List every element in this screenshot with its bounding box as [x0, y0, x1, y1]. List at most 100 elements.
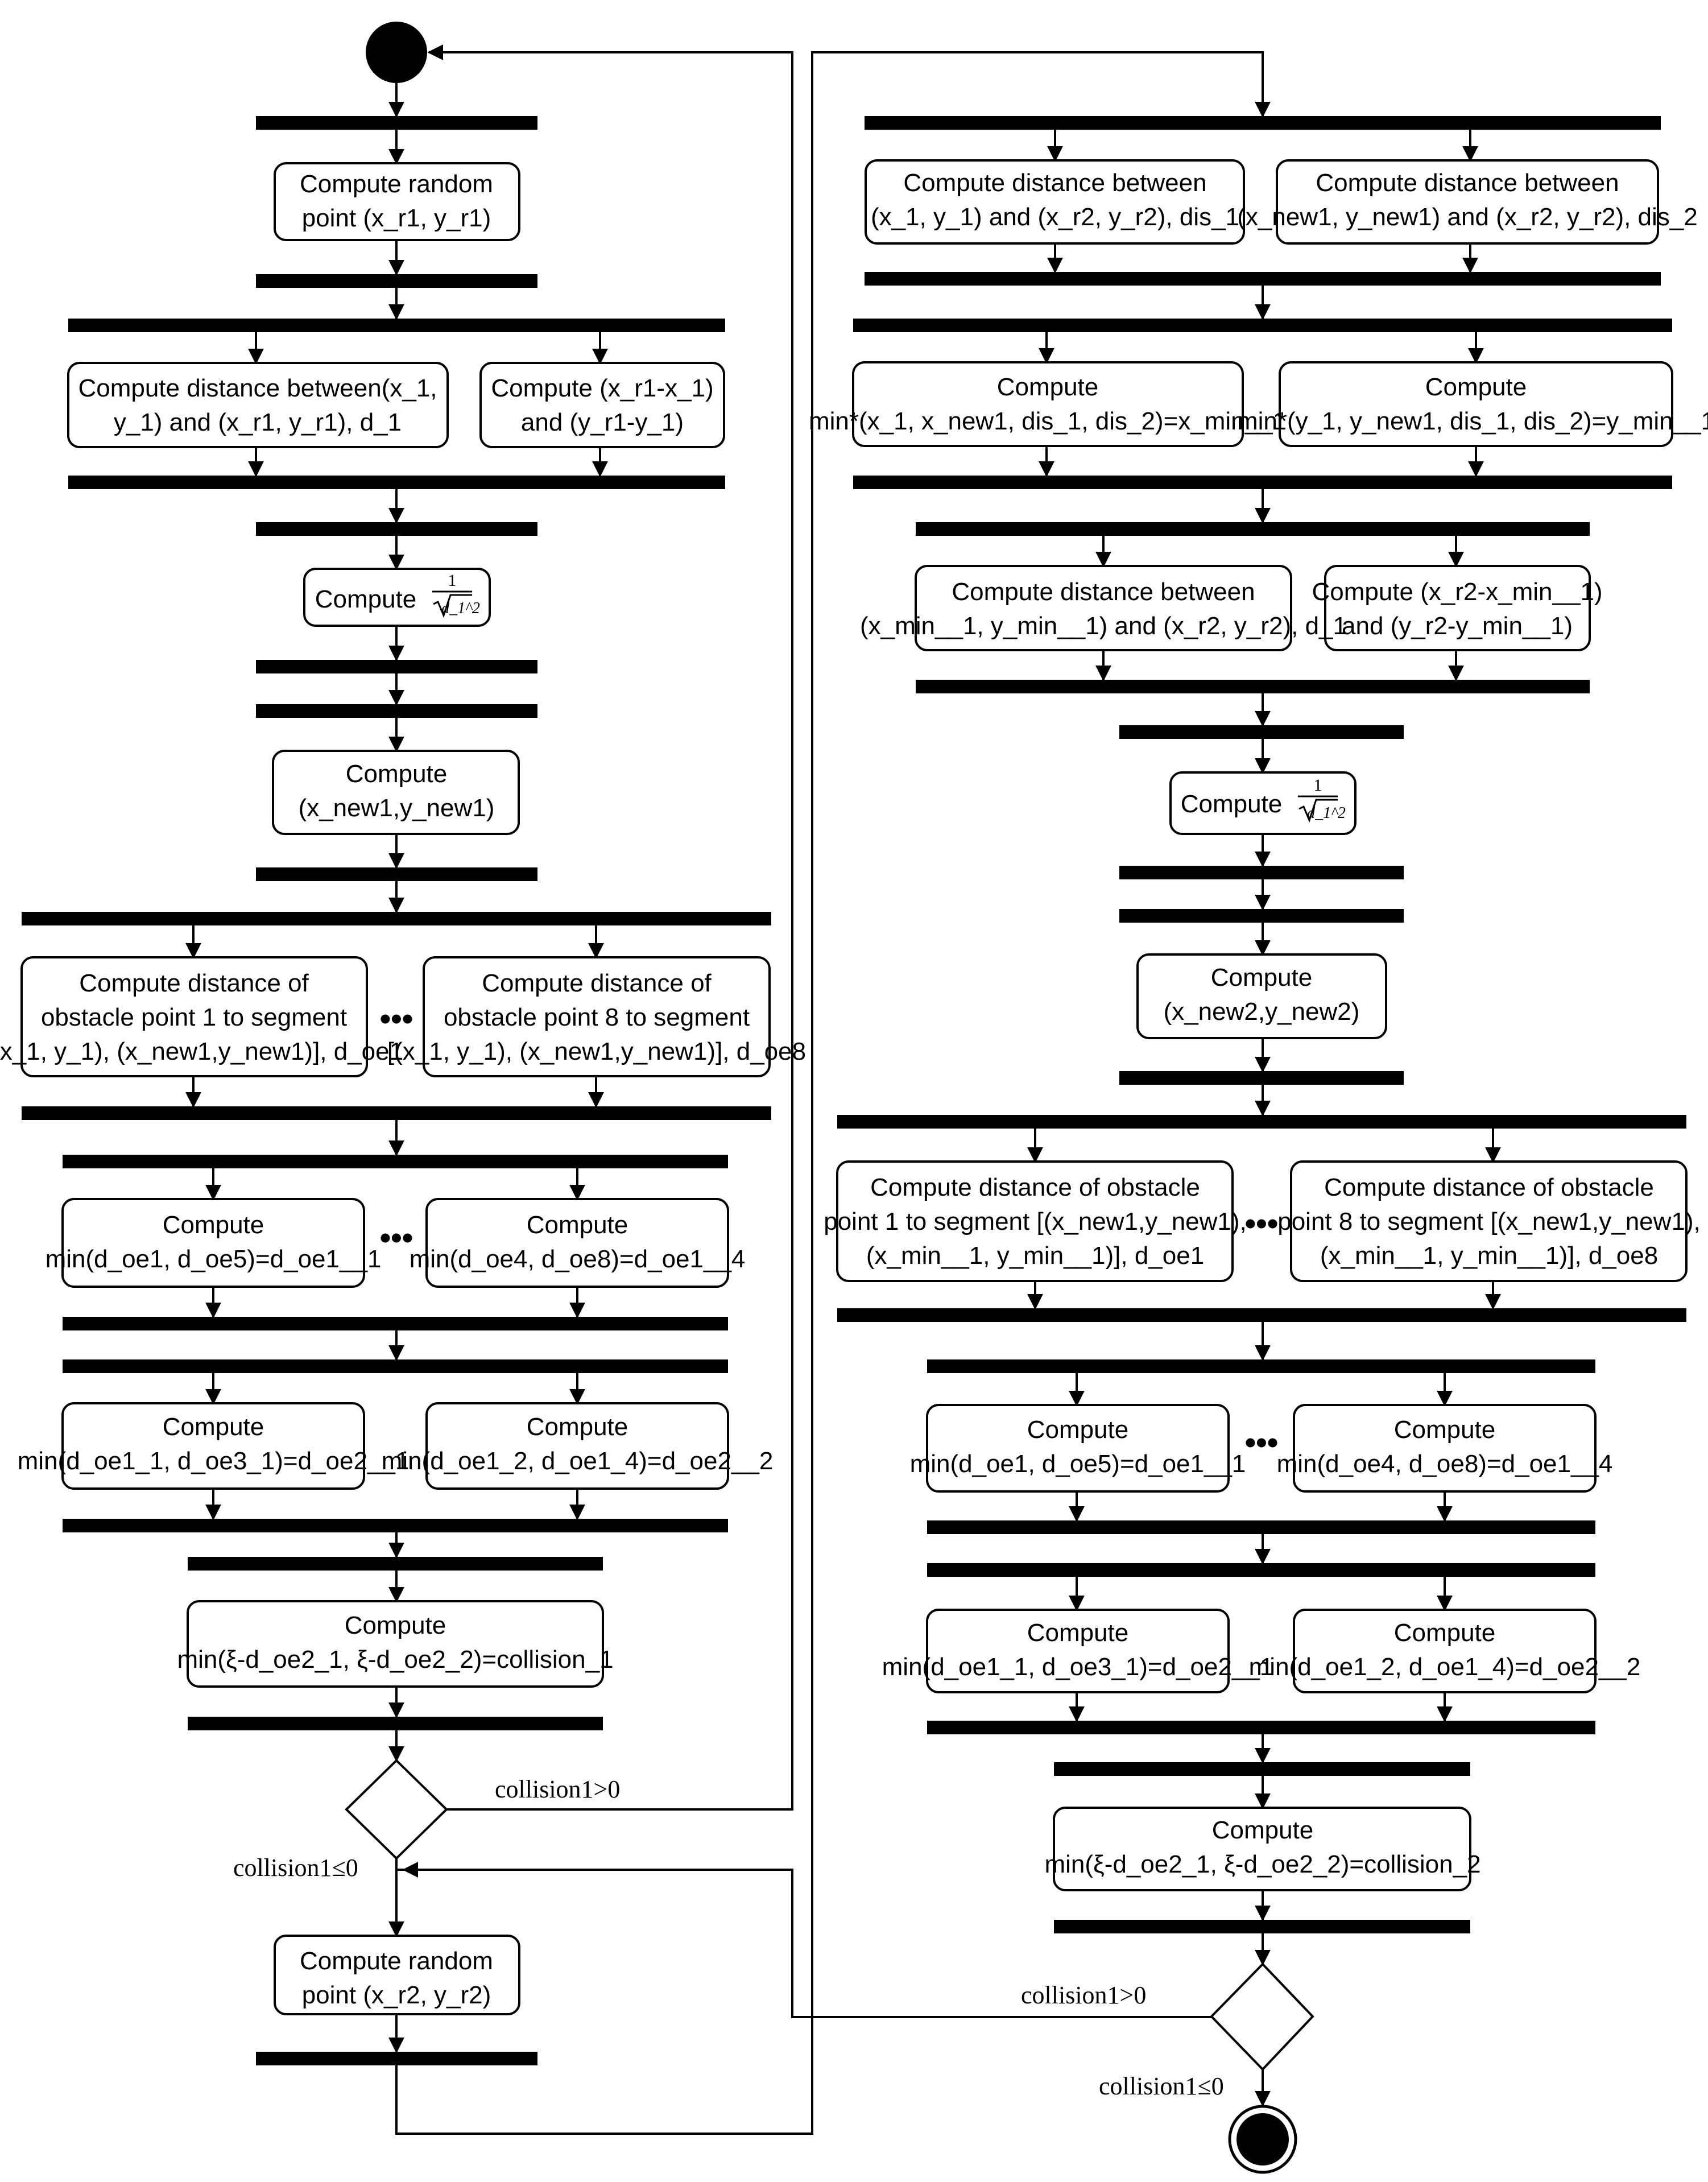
fraction-denominator: d_1^2: [1307, 804, 1346, 822]
label: Compute (x_r2-x_min__1): [1312, 578, 1602, 606]
action-obstacle-1-r: [836, 1160, 1234, 1282]
guard-label-right-le: collision1≤0: [1099, 2072, 1224, 2100]
guard-labels: collision1>0 collision1≤0 collision1>0 c…: [233, 1775, 1224, 2100]
fraction-denominator: d_1^2: [441, 600, 480, 617]
fraction-numerator: 1: [1314, 776, 1322, 795]
label: Compute: [527, 1211, 628, 1239]
label: Compute: [1394, 1619, 1496, 1647]
label: Compute: [163, 1211, 264, 1239]
label: min(d_oe4, d_oe8)=d_oe1__4: [410, 1245, 746, 1273]
label: min(d_oe1_2, d_oe1_4)=d_oe2__2: [382, 1447, 774, 1475]
action-distance-d1: [67, 362, 449, 448]
fork-bar: [916, 522, 1590, 536]
label: (x_1, y_1) and (x_r2, y_r2), dis_1: [871, 203, 1239, 231]
action-boxes: [20, 159, 1688, 2015]
label: Compute distance between: [1316, 169, 1619, 197]
label: Compute: [346, 760, 448, 788]
fork-bar: [837, 1115, 1686, 1129]
action-new2: [1136, 953, 1387, 1039]
ellipsis: •••: [380, 1220, 413, 1255]
label: Compute: [1027, 1416, 1129, 1444]
label: [(x_1, y_1), (x_new1,y_new1)], d_oe1: [0, 1038, 403, 1065]
join-bar: [837, 1308, 1686, 1322]
fork-bar: [1119, 909, 1404, 923]
label: (x_min__1, y_min__1)], d_oe1: [866, 1242, 1204, 1270]
label: point 1 to segment [(x_new1,y_new1),: [824, 1208, 1247, 1235]
action-min-a4-r: [1293, 1404, 1597, 1493]
join-bar: [256, 274, 537, 288]
join-bar: [1119, 866, 1404, 879]
label: obstacle point 1 to segment: [41, 1003, 347, 1031]
label: Compute random: [300, 170, 493, 198]
action-ymin: [1279, 361, 1673, 447]
label: Compute: [315, 585, 417, 613]
label: [(x_1, y_1), (x_new1,y_new1)], d_oe8: [387, 1038, 806, 1065]
label: Compute distance of obstacle: [870, 1173, 1200, 1201]
label: min(d_oe1_2, d_oe1_4)=d_oe2__2: [1249, 1653, 1641, 1681]
connectors: [185, 44, 1501, 2135]
fraction-inv-sqrt-1: 1 d_1^2: [432, 571, 480, 618]
fork-bar: [865, 116, 1661, 130]
decision-right: [1210, 1962, 1314, 2071]
action-obstacle-8-r: [1290, 1160, 1688, 1282]
action-random-point-2: [274, 1935, 520, 2015]
label: Compute: [1027, 1619, 1129, 1647]
label: Compute distance between: [903, 169, 1206, 197]
label: min(d_oe1_1, d_oe3_1)=d_oe2__1: [882, 1653, 1274, 1681]
action-inv-sqrt-1: [303, 568, 491, 627]
fork-bar: [1119, 725, 1404, 739]
join-bar: [865, 272, 1661, 286]
action-obstacle-8: [423, 956, 771, 1077]
fraction-numerator: 1: [448, 571, 457, 590]
fork-bar: [853, 319, 1672, 332]
label: Compute: [1212, 1816, 1314, 1844]
action-xmin: [852, 361, 1244, 447]
label: min(ξ-d_oe2_1, ξ-d_oe2_2)=collision_1: [177, 1646, 613, 1673]
decision-left: [345, 1759, 448, 1860]
label: Compute: [1181, 790, 1283, 818]
label: Compute (x_r1-x_1): [491, 374, 713, 402]
label: and (y_r2-y_min__1): [1342, 612, 1573, 640]
action-min-a1-r: [926, 1404, 1230, 1493]
fork-bar: [63, 1359, 728, 1373]
join-bar: [1054, 1920, 1470, 1933]
fork-bar: [22, 912, 771, 925]
action-new1: [272, 750, 520, 835]
label: Compute: [163, 1413, 264, 1441]
action-collision-1: [187, 1600, 604, 1688]
fork-bar: [927, 1563, 1595, 1577]
label: point 8 to segment [(x_new1,y_new1),: [1277, 1208, 1701, 1235]
guard-label-right-gt: collision1>0: [1021, 1981, 1146, 2009]
label: min(d_oe4, d_oe8)=d_oe1__4: [1277, 1450, 1613, 1478]
label: Compute: [1425, 373, 1527, 401]
label: (x_new1, y_new1) and (x_r2, y_r2), dis_2: [1237, 203, 1698, 231]
join-bar: [256, 2052, 537, 2065]
label: min*(y_1, y_new1, dis_1, dis_2)=y_min__1: [1237, 407, 1708, 435]
label: (x_new2,y_new2): [1164, 998, 1360, 1026]
label: Compute: [1394, 1416, 1496, 1444]
action-delta-1: [479, 362, 725, 448]
label: (x_new1,y_new1): [299, 794, 495, 822]
action-random-point-1: [274, 162, 520, 241]
join-bar: [853, 476, 1672, 489]
action-dis1: [865, 159, 1245, 245]
action-distance-d1-r: [915, 565, 1292, 651]
fork-bar: [256, 522, 537, 536]
label: min(d_oe1, d_oe5)=d_oe1__1: [46, 1245, 382, 1273]
join-bar: [927, 1721, 1595, 1734]
label: point (x_r1, y_r1): [302, 204, 491, 232]
label: Compute distance between(x_1,: [78, 374, 437, 402]
join-bar: [63, 1519, 728, 1532]
label: min*(x_1, x_new1, dis_1, dis_2)=x_min__1: [809, 407, 1287, 435]
label: Compute random: [300, 1947, 493, 1975]
join-bar: [63, 1317, 728, 1330]
join-bar: [256, 867, 537, 881]
fraction-inv-sqrt-2: 1 d_1^2: [1298, 776, 1346, 823]
action-min-b1-r: [926, 1609, 1230, 1693]
label: (x_min__1, y_min__1)], d_oe8: [1320, 1242, 1658, 1270]
fork-bar: [63, 1155, 728, 1168]
action-min-a1: [61, 1198, 365, 1288]
join-bar: [256, 660, 537, 673]
label: Compute distance of obstacle: [1324, 1173, 1654, 1201]
